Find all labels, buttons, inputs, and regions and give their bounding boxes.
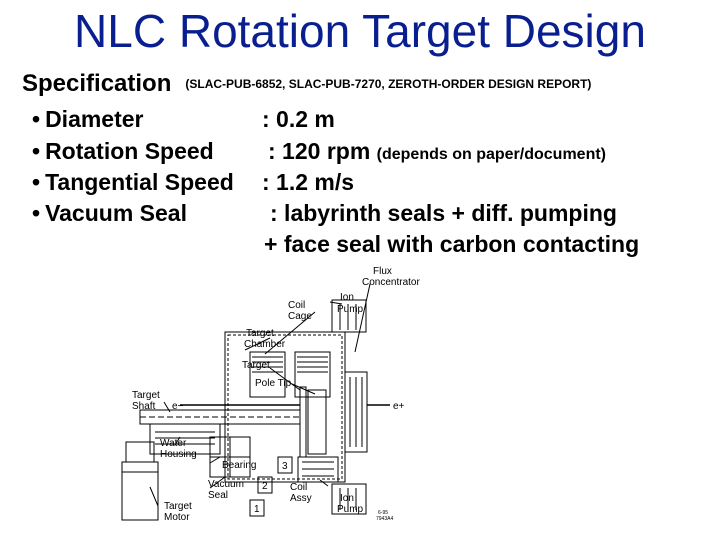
label-ion-top: Ion — [340, 292, 354, 303]
coil-assy-shape — [297, 456, 339, 483]
spec-label-vacuum-seal: Vacuum Seal — [45, 200, 187, 226]
stamp-line-1: 6-95 — [378, 510, 388, 516]
label-flux: Flux — [373, 266, 392, 277]
label-concentrator: Concentrator — [362, 277, 420, 288]
rotation-speed-value: : 120 rpm — [268, 138, 371, 164]
label-target: Target — [242, 360, 270, 371]
bullet: • — [32, 138, 41, 164]
coil-shape — [294, 351, 331, 398]
label-target-shaft-1: Target — [132, 390, 160, 401]
label-target-shaft-2: Shaft — [132, 401, 156, 412]
pole-tip-shape — [307, 389, 327, 455]
label-electron-out: e+ — [393, 401, 405, 412]
spec-value-tangential-speed: : 1.2 m/s — [262, 169, 355, 195]
spec-item-diameter: •Diameter — [32, 106, 144, 133]
spec-item-tangential-speed: •Tangential Speed — [32, 169, 234, 196]
spec-value-diameter: : 0.2 m — [262, 106, 335, 132]
spec-item-rotation-speed: •Rotation Speed — [32, 138, 214, 165]
target-motor-shape — [121, 461, 159, 521]
label-ion-bottom: Ion — [340, 493, 354, 504]
label-coil-assy-2: Assy — [290, 493, 312, 504]
label-target-motor-1: Target — [164, 501, 192, 512]
label-target-chamber-1: Target — [246, 328, 274, 339]
spec-heading: Specification — [22, 70, 172, 97]
box-2 — [257, 476, 273, 494]
label-pump-bottom: Pump — [337, 504, 364, 515]
spec-label-tangential-speed: Tangential Speed — [45, 169, 234, 195]
label-housing: Housing — [160, 449, 197, 460]
label-water: Water — [160, 438, 187, 449]
motor-coupling-shape — [125, 441, 155, 463]
label-coil: Coil — [288, 300, 305, 311]
rotation-speed-note: (depends on paper/document) — [376, 146, 606, 163]
label-num-3: 3 — [282, 461, 288, 472]
label-pump-top: Pump — [337, 304, 364, 315]
label-coil-assy-1: Coil — [290, 482, 307, 493]
spec-value-rotation-speed: : 120 rpm (depends on paper/document) — [268, 138, 606, 165]
ion-pump-bottom-shape — [331, 483, 367, 515]
bullet: • — [32, 200, 41, 226]
label-target-motor-2: Motor — [164, 512, 190, 523]
page-title: NLC Rotation Target Design — [74, 5, 646, 57]
spec-value-continuation: + face seal with carbon contacting — [264, 231, 640, 257]
spec-value-vacuum-seal: : labyrinth seals + diff. pumping — [270, 200, 617, 226]
label-pole-tip: Pole Tip — [255, 378, 292, 389]
label-electron-in: e− — [172, 401, 184, 412]
spec-label-rotation-speed: Rotation Speed — [45, 138, 214, 164]
label-target-chamber-2: Chamber — [244, 339, 286, 350]
box-3 — [277, 456, 293, 474]
bullet: • — [32, 106, 41, 132]
label-num-1: 1 — [254, 504, 260, 515]
label-num-2: 2 — [262, 481, 268, 492]
coil-cage-shape — [249, 351, 286, 398]
flux-concentrator-shape — [344, 371, 368, 453]
inner-chamber-outline — [227, 334, 343, 480]
bullet: • — [32, 169, 41, 195]
label-vacuum: Vacuum — [208, 479, 244, 490]
spec-references: (SLAC-PUB-6852, SLAC-PUB-7270, ZEROTH-OR… — [185, 77, 592, 91]
label-bearing: Bearing — [222, 460, 256, 471]
stamp-line-2: 7943A4 — [376, 516, 393, 522]
spec-label-diameter: Diameter — [45, 106, 144, 132]
box-1 — [249, 499, 265, 517]
label-cage: Cage — [288, 311, 312, 322]
water-housing-shape — [149, 423, 221, 455]
spec-heading-line: Specification (SLAC-PUB-6852, SLAC-PUB-72… — [22, 70, 591, 98]
label-seal: Seal — [208, 490, 228, 501]
rotation-target-diagram: Flux Concentrator Coil Cage Ion Pump Tar… — [121, 266, 420, 523]
spec-item-vacuum-seal: •Vacuum Seal — [32, 200, 187, 227]
ion-pump-top-shape — [331, 299, 367, 333]
